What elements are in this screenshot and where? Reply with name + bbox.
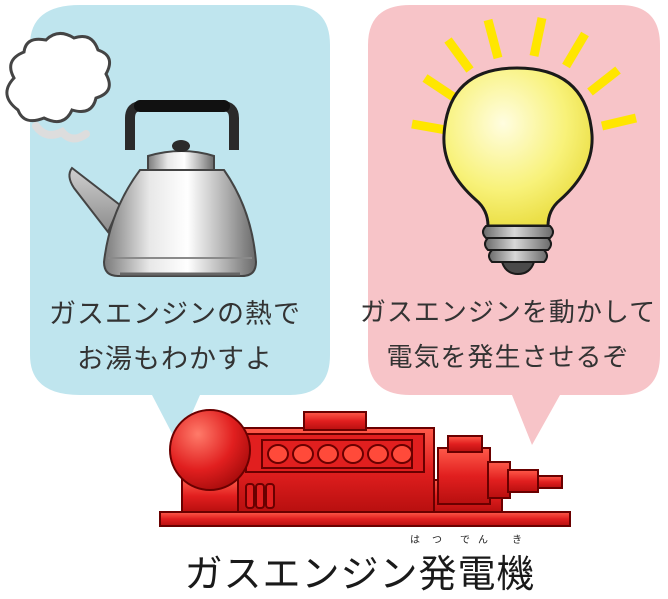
steam-cloud-icon: [5, 32, 112, 143]
ruby-ha: は: [410, 535, 420, 546]
main-title: ガスエンジン発電機: [184, 552, 536, 596]
ruby-ki: き: [512, 535, 522, 546]
ruby-n: ん: [478, 535, 488, 546]
light-bulb-icon: [411, 17, 638, 276]
ruby-tsu: つ: [432, 535, 442, 546]
left-bubble-line2: お湯もわかすよ: [77, 344, 273, 375]
right-bubble-line2: 電気を発生させるぞ: [386, 343, 630, 373]
left-bubble-line1: ガスエンジンの熱で: [49, 299, 301, 330]
gas-engine-generator-icon: [159, 409, 571, 527]
right-bubble-line1: ガスエンジンを動かして: [359, 298, 657, 328]
kettle-icon: [68, 100, 258, 277]
ruby-de: で: [460, 535, 470, 546]
